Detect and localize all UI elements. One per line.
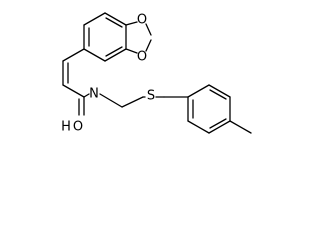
bond <box>187 84 210 98</box>
bond <box>83 12 106 26</box>
double-bond-inner-line <box>105 46 123 57</box>
amide-hydrogen-label: H <box>61 120 71 135</box>
structural-formula: O O N H O S <box>61 12 252 135</box>
double-bond-inner-line <box>105 17 123 28</box>
bond <box>83 48 106 62</box>
bond <box>99 93 123 108</box>
double-bond-inner-line <box>209 118 227 129</box>
double-bond-inner-line <box>209 89 227 100</box>
benzodioxole-benzene-ring <box>83 12 127 62</box>
carbonyl-oxygen-label: O <box>73 120 83 135</box>
ring-oxygen-upper-label: O <box>137 13 147 28</box>
bond <box>121 96 144 108</box>
bond <box>83 93 90 98</box>
acrylamide-chain <box>62 48 90 116</box>
bond <box>208 84 231 98</box>
bond <box>62 48 85 62</box>
sulfur-label: S <box>147 89 155 104</box>
bond <box>125 21 138 26</box>
bond <box>145 23 152 36</box>
bond <box>62 84 85 98</box>
bond <box>145 39 152 52</box>
bond <box>208 120 231 134</box>
bond <box>187 120 210 134</box>
toluene-ring <box>187 84 252 134</box>
bond <box>104 12 127 26</box>
dioxole-ring <box>125 21 152 54</box>
bond <box>104 48 127 62</box>
ring-oxygen-lower-label: O <box>137 50 147 65</box>
amide-nitrogen-label: N <box>89 87 99 102</box>
methyl-bond <box>229 120 252 134</box>
thioethyl-chain <box>99 93 189 108</box>
bond <box>125 48 138 54</box>
